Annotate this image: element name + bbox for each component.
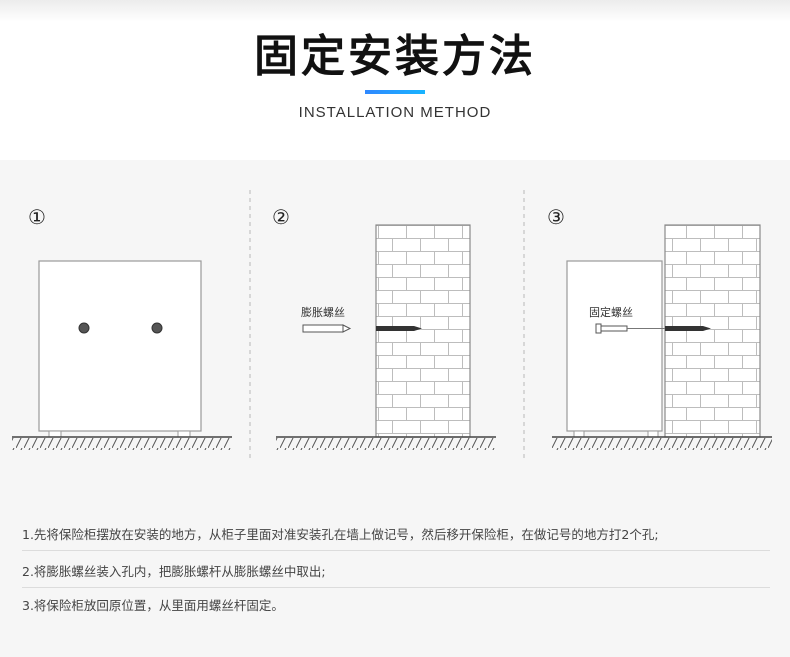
bolt-tip bbox=[703, 326, 711, 331]
header-fade bbox=[0, 0, 790, 22]
step-number: ③ bbox=[547, 205, 565, 229]
title-accent-bar bbox=[365, 90, 425, 94]
ground-hatch bbox=[276, 438, 496, 450]
safe-cabinet bbox=[38, 260, 202, 432]
callout-label: 膨胀螺丝 bbox=[301, 305, 345, 319]
step-1: ① bbox=[12, 205, 232, 450]
screw-tip bbox=[342, 324, 352, 333]
step-2: ② 膨胀螺丝 bbox=[272, 205, 496, 450]
instruction-item: 1.先将保险柜摆放在安装的地方，从柜子里面对准安装孔在墙上做记号，然后移开保险柜… bbox=[22, 520, 770, 551]
step-3: ③ 固定螺丝 bbox=[547, 205, 772, 450]
safe-foot bbox=[48, 430, 62, 438]
mounting-hole bbox=[151, 322, 163, 334]
expansion-bolt-in-wall bbox=[376, 326, 414, 331]
expansion-screw bbox=[302, 324, 344, 333]
page-title: 固定安装方法 bbox=[254, 31, 536, 82]
safe-foot bbox=[177, 430, 191, 438]
safe-foot bbox=[647, 430, 659, 438]
installation-steps-illustration: ① ② 膨胀螺丝 ③ 固定螺丝 bbox=[12, 190, 772, 460]
ground-hatch bbox=[552, 438, 772, 450]
instruction-item: 3.将保险柜放回原位置，从里面用螺丝杆固定。 bbox=[22, 598, 284, 613]
step-number: ① bbox=[28, 205, 46, 229]
ground-hatch bbox=[12, 438, 232, 450]
safe-cabinet bbox=[566, 260, 663, 432]
page-subtitle: INSTALLATION METHOD bbox=[298, 104, 492, 121]
bolt-tip bbox=[414, 326, 422, 331]
expansion-bolt-in-wall bbox=[665, 326, 703, 331]
header-section: 固定安装方法 INSTALLATION METHOD bbox=[0, 0, 790, 160]
callout-label: 固定螺丝 bbox=[589, 305, 633, 319]
instruction-item: 2.将膨胀螺丝装入孔内，把膨胀螺杆从膨胀螺丝中取出; bbox=[22, 557, 770, 588]
mounting-hole bbox=[78, 322, 90, 334]
step-number: ② bbox=[272, 205, 290, 229]
fixing-screw-shaft bbox=[600, 325, 628, 332]
safe-foot bbox=[573, 430, 585, 438]
fixing-screw-head bbox=[595, 323, 602, 334]
